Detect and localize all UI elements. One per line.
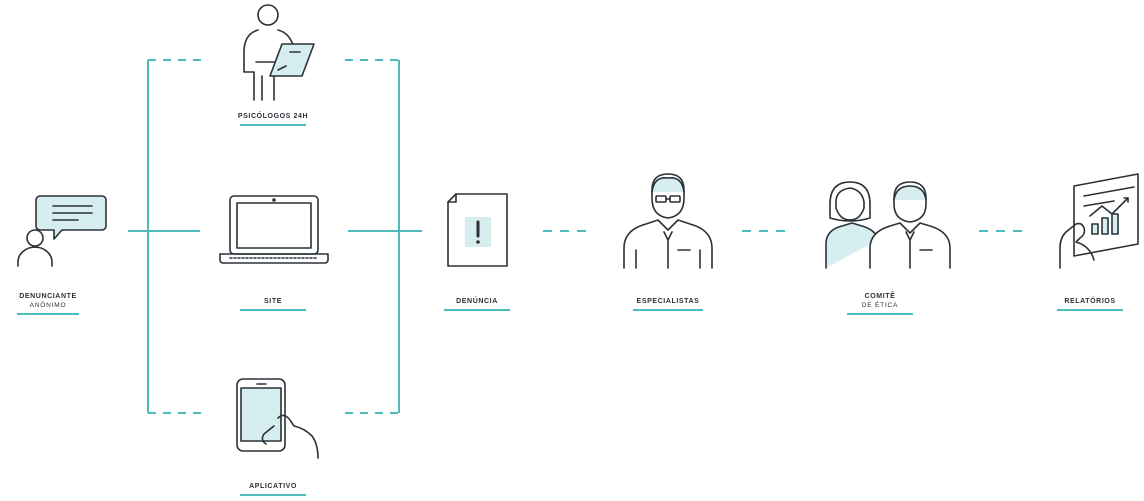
aplicativo-label: APLICATIVO [249, 483, 297, 490]
document-alert-icon [447, 193, 508, 267]
person-with-speech-bubble-icon [17, 195, 107, 267]
denunciante-underline [17, 313, 79, 315]
comite-underline [847, 313, 913, 315]
specialist-person-icon [623, 173, 713, 269]
committee-people-icon [825, 181, 951, 269]
label-denuncia: DENÚNCIA [437, 297, 517, 311]
site-underline [240, 309, 306, 311]
psicologos-label: PSICÓLOGOS 24H [237, 113, 309, 120]
aplicativo-underline [240, 494, 306, 496]
site-label: SITE [264, 298, 282, 305]
person-with-tablet-icon [243, 4, 315, 101]
denunciante-sublabel: ANÔNIMO [29, 302, 67, 309]
denuncia-label: DENÚNCIA [456, 298, 498, 305]
laptop-icon [219, 195, 329, 264]
denuncia-underline [444, 309, 510, 311]
report-chart-icon [1059, 173, 1139, 269]
psicologos-underline [240, 124, 306, 126]
denunciante-label: DENUNCIANTE [19, 293, 77, 300]
label-relatorios: RELATÓRIOS [1050, 297, 1130, 311]
label-denunciante: DENUNCIANTE ANÔNIMO [8, 292, 88, 315]
label-aplicativo: APLICATIVO [228, 482, 318, 496]
label-site: SITE [238, 297, 308, 311]
label-especialistas: ESPECIALISTAS [620, 297, 716, 311]
connectors [128, 59, 1027, 414]
comite-label: COMITÊ [864, 293, 896, 300]
label-comite: COMITÊ DE ÉTICA [840, 292, 920, 315]
especialistas-underline [633, 309, 703, 311]
especialistas-label: ESPECIALISTAS [636, 298, 700, 305]
label-psicologos: PSICÓLOGOS 24H [218, 112, 328, 126]
comite-sublabel: DE ÉTICA [861, 302, 899, 309]
relatorios-underline [1057, 309, 1123, 311]
hand-holding-phone-icon [236, 378, 319, 459]
relatorios-label: RELATÓRIOS [1064, 298, 1116, 305]
